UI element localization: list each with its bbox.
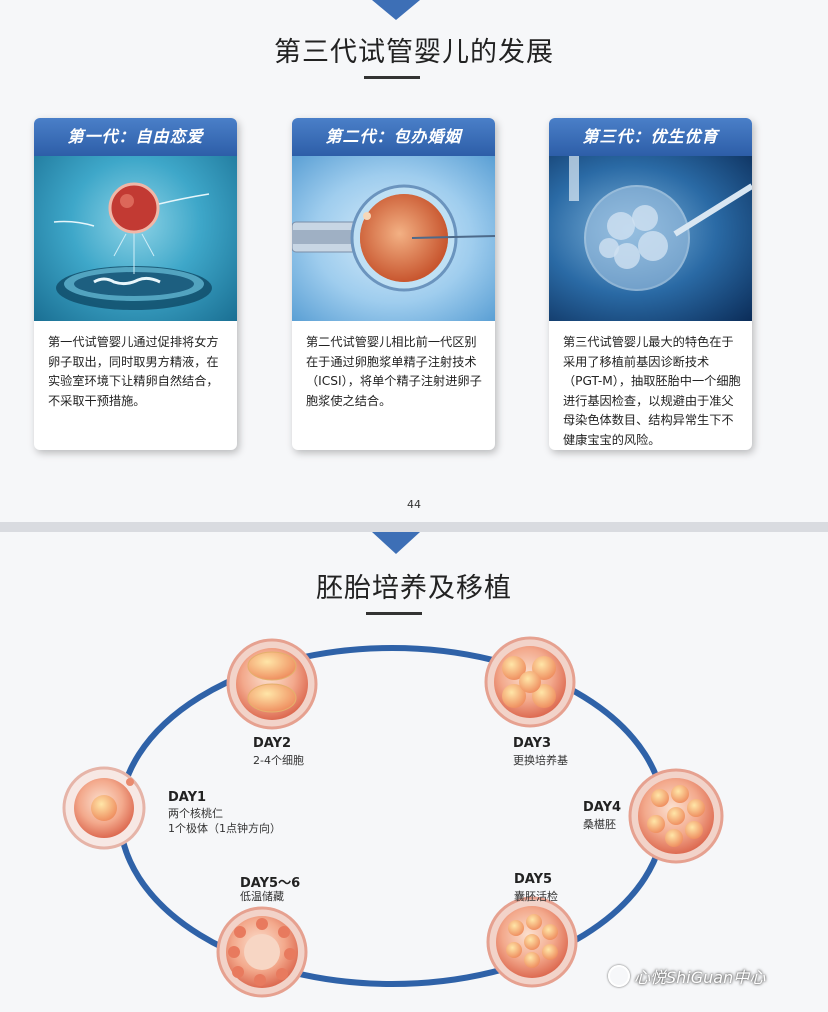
embryo-day5 <box>486 896 578 988</box>
ivf-dish-image <box>34 156 237 321</box>
card-header: 第一代：自由恋爱 <box>34 118 237 156</box>
watermark-text: 心悦ShiGuan中心 <box>634 968 766 987</box>
page-divider <box>0 522 828 532</box>
page-embryo-culture: 胚胎培养及移植 <box>0 532 828 1012</box>
stage-label-day1: DAY1 <box>168 790 207 805</box>
title-underline <box>364 76 420 79</box>
stage-desc-day4: 桑椹胚 <box>583 818 616 831</box>
embryo-day1 <box>62 766 146 850</box>
down-arrow-icon <box>372 532 420 554</box>
chat-bubble-icon <box>608 965 630 987</box>
stage-desc-day1: 两个核桃仁 <box>168 807 223 820</box>
embryo-day5-6 <box>216 906 308 998</box>
page-number: 44 <box>407 498 421 511</box>
embryo-day4 <box>628 768 724 864</box>
card-header: 第二代：包办婚姻 <box>292 118 495 156</box>
card-header: 第三代：优生优育 <box>549 118 752 156</box>
page-44: 第三代试管婴儿的发展 第一代：自由恋爱 第一代试管婴儿通过促排将女方卵子取出，同… <box>34 0 752 511</box>
embryo-day3 <box>484 636 576 728</box>
stage-label-day3: DAY3 <box>513 736 552 751</box>
embryo-biopsy-image <box>549 156 752 321</box>
stage-label-day4: DAY4 <box>583 800 622 815</box>
embryo-day2 <box>226 638 318 730</box>
stage-label-day2: DAY2 <box>253 736 292 751</box>
stage-label-day5-6: DAY5～6 <box>240 876 301 891</box>
card-first-generation: 第一代：自由恋爱 第一代试管婴儿通过促排将女方卵子取出，同时取男方精液，在实验室… <box>34 118 237 450</box>
stage-label-day5: DAY5 <box>514 872 553 887</box>
stage-desc-day1-line2: 1个极体（1点钟方向） <box>168 822 281 835</box>
embryo-cycle-diagram <box>62 636 724 998</box>
watermark: 心悦ShiGuan中心 <box>608 964 765 988</box>
title-underline <box>366 612 422 615</box>
card-description: 第三代试管婴儿最大的特色在于采用了移植前基因诊断技术（PGT-M），抽取胚胎中一… <box>563 335 741 447</box>
page-title: 胚胎培养及移植 <box>316 573 512 604</box>
down-arrow-icon <box>372 0 420 20</box>
card-second-generation: 第二代：包办婚姻 第二代试管婴儿相比前一代区别在于通过卵胞浆单精子注射技术（IC… <box>292 118 495 450</box>
icsi-injection-image <box>292 156 495 321</box>
stage-desc-day5: 囊胚活检 <box>514 890 558 903</box>
card-description: 第一代试管婴儿通过促排将女方卵子取出，同时取男方精液，在实验室环境下让精卵自然结… <box>48 335 219 408</box>
stage-desc-day3: 更换培养基 <box>513 754 568 767</box>
card-third-generation: 第三代：优生优育 第三代试管婴儿最大的特色在于采用了移植前基因诊断技术（PGT-… <box>549 118 752 450</box>
stage-desc-day2: 2-4个细胞 <box>253 754 304 767</box>
card-description: 第二代试管婴儿相比前一代区别在于通过卵胞浆单精子注射技术（ICSI），将单个精子… <box>306 335 482 408</box>
page-title: 第三代试管婴儿的发展 <box>274 37 554 68</box>
stage-desc-day5-6: 低温储藏 <box>240 890 284 903</box>
